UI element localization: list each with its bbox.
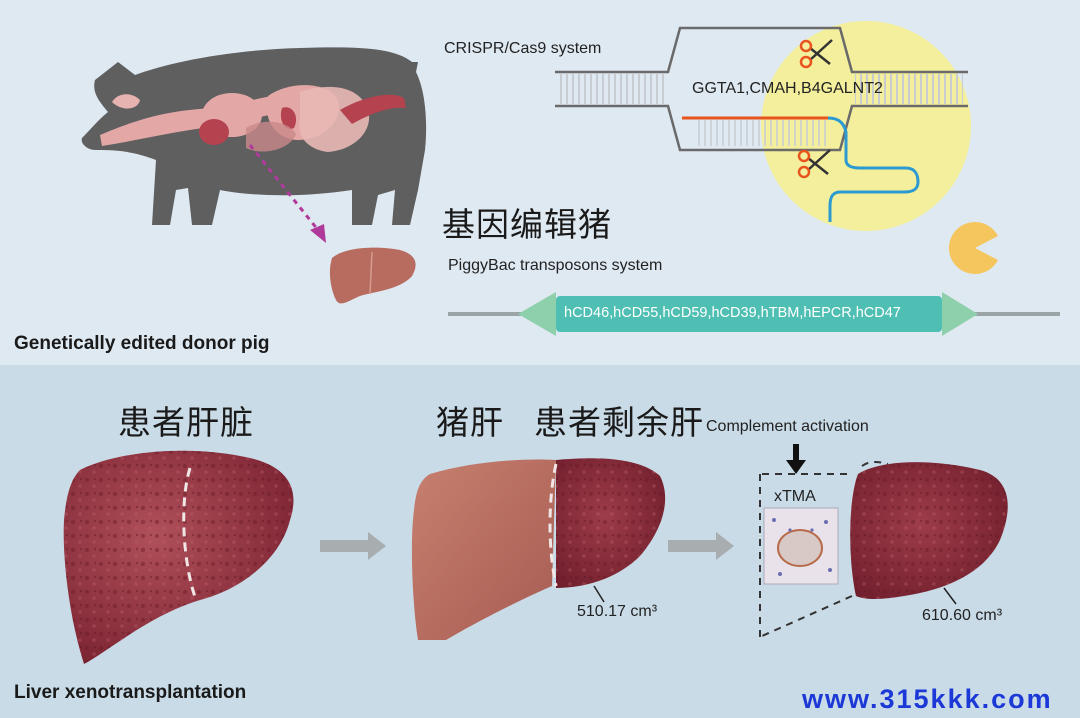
guide-rna-blue — [827, 116, 920, 222]
dna-strand-top — [555, 26, 968, 74]
xtma-histology-detail — [772, 518, 832, 576]
pig-heart — [199, 119, 229, 145]
volume-remnant: 510.17 cm³ — [577, 603, 658, 620]
pig-intestines — [299, 86, 370, 152]
down-arrow-icon — [786, 444, 806, 474]
right-arrow-icon — [320, 532, 386, 560]
watermark: www.315kkk.com — [802, 684, 1053, 714]
left-arrow-head — [518, 292, 556, 336]
transgene-cassette — [556, 296, 942, 332]
post-op-liver — [850, 462, 1008, 605]
patient-liver — [63, 450, 294, 664]
pig-liver-label: 猪肝 — [436, 403, 504, 442]
dotted-arrow — [248, 144, 320, 231]
scissors-icon — [799, 39, 833, 69]
patient-liver-label: 患者肝脏 — [118, 403, 254, 442]
remnant-liver-label: 患者剩余肝 — [534, 403, 704, 442]
volume-post-op: 610.60 cm³ — [922, 607, 1003, 624]
right-arrow-head — [942, 292, 978, 336]
right-arrow-icon — [668, 532, 734, 560]
scissors-icon — [797, 149, 831, 179]
pacman-icon — [948, 222, 998, 274]
pig-liver-inside — [246, 121, 296, 152]
top-panel-label: Genetically edited donor pig — [14, 333, 270, 354]
pig-kidney — [280, 107, 297, 129]
bottom-panel-label: Liver xenotransplantation — [14, 682, 247, 703]
xtma-label: xTMA — [774, 488, 816, 505]
pig-brain — [112, 94, 140, 109]
pig-illustration — [81, 47, 427, 226]
piggybac-label: PiggyBac transposons system — [448, 257, 663, 274]
dna-rungs-bottom — [694, 120, 830, 146]
pig-colon — [340, 94, 406, 124]
transgene-list: hCD46,hCD55,hCD59,hCD39,hTBM,hEPCR,hCD47 — [564, 305, 901, 321]
dna-rungs-right — [855, 74, 963, 104]
knockout-genes: GGTA1,CMAH,B4GALNT2 — [692, 80, 883, 97]
dotted-arrow-head — [310, 224, 326, 243]
complement-label: Complement activation — [706, 418, 869, 435]
transplant-liver — [411, 458, 666, 640]
dna-rungs-left — [560, 74, 668, 104]
crispr-label: CRISPR/Cas9 system — [444, 40, 602, 57]
chinese-title: 基因编辑猪 — [442, 205, 612, 244]
extracted-pig-liver — [329, 247, 416, 304]
